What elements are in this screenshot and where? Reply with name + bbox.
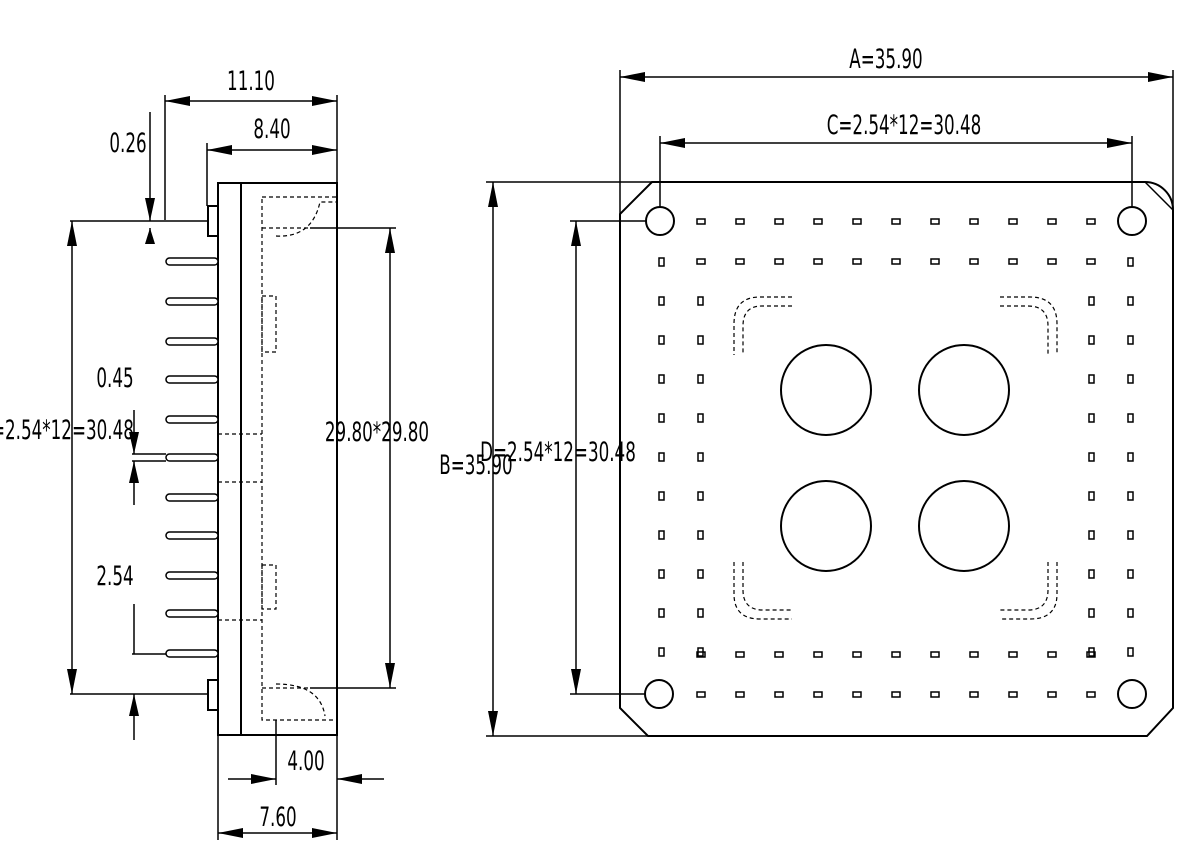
center-boss <box>780 344 872 436</box>
dim-pin-span-c: C=2.54*12=30.48 <box>659 110 1133 207</box>
dim-pitch: 2.54 <box>96 561 166 740</box>
dim-depth-label: 4.00 <box>287 746 324 777</box>
dim-depth: 4.00 <box>228 720 384 785</box>
dim-pin-span-d-label: D=2.54*12=30.48 <box>480 437 636 468</box>
dim-pin-span-d: D=2.54*12=30.48 <box>480 220 646 695</box>
mounting-hole <box>1117 206 1147 236</box>
top-body-outline <box>619 181 1174 737</box>
dim-width-b-label: B=35.90 <box>439 450 512 481</box>
side-pins <box>150 220 219 695</box>
mounting-hole <box>645 206 675 236</box>
lead-tab-top <box>207 205 219 237</box>
dim-width-body-label: 8.40 <box>253 114 290 145</box>
dim-lead-width: 0.45 <box>96 363 166 505</box>
dim-pin-span-c-label: C=2.54*12=30.48 <box>827 110 982 141</box>
center-boss <box>918 344 1010 436</box>
dim-lead-width-label: 0.45 <box>96 363 133 394</box>
dim-height-label: 7.60 <box>259 802 296 833</box>
dim-lead-offset-label: 0.26 <box>109 128 146 159</box>
contact-pads <box>658 218 1134 698</box>
center-boss <box>918 480 1010 572</box>
dim-lead-offset: 0.26 <box>109 112 155 244</box>
dim-pitch-label: 2.54 <box>96 561 133 592</box>
center-boss <box>780 480 872 572</box>
dim-height: 7.60 <box>217 735 338 840</box>
dim-width-a: A=35.90 <box>619 44 1174 214</box>
socket-body-outline <box>217 182 338 736</box>
dim-width-overall: 11.10 <box>164 66 338 220</box>
corner-guides <box>733 296 1058 620</box>
dim-width-a-label: A=35.90 <box>849 44 922 75</box>
dim-width-b: B=35.90 <box>439 181 652 737</box>
dim-cavity: 29.80*29.80 <box>310 227 429 689</box>
dim-cavity-label: 29.80*29.80 <box>325 417 429 448</box>
side-view: 11.10 8.40 0.26 D=2.54*12=30.48 <box>0 66 429 840</box>
dim-width-body: 8.40 <box>206 114 337 206</box>
lead-tab-bottom <box>207 679 219 711</box>
mounting-hole <box>1117 679 1147 709</box>
mounting-hole <box>644 679 674 709</box>
inner-contour <box>261 196 338 721</box>
top-view: A=35.90 C=2.54*12=30.48 B=35.90 <box>439 44 1174 737</box>
dim-pin-span-side: D=2.54*12=30.48 <box>0 220 150 695</box>
dim-pin-span-side-label: D=2.54*12=30.48 <box>0 415 134 446</box>
dim-width-overall-label: 11.10 <box>227 66 275 97</box>
